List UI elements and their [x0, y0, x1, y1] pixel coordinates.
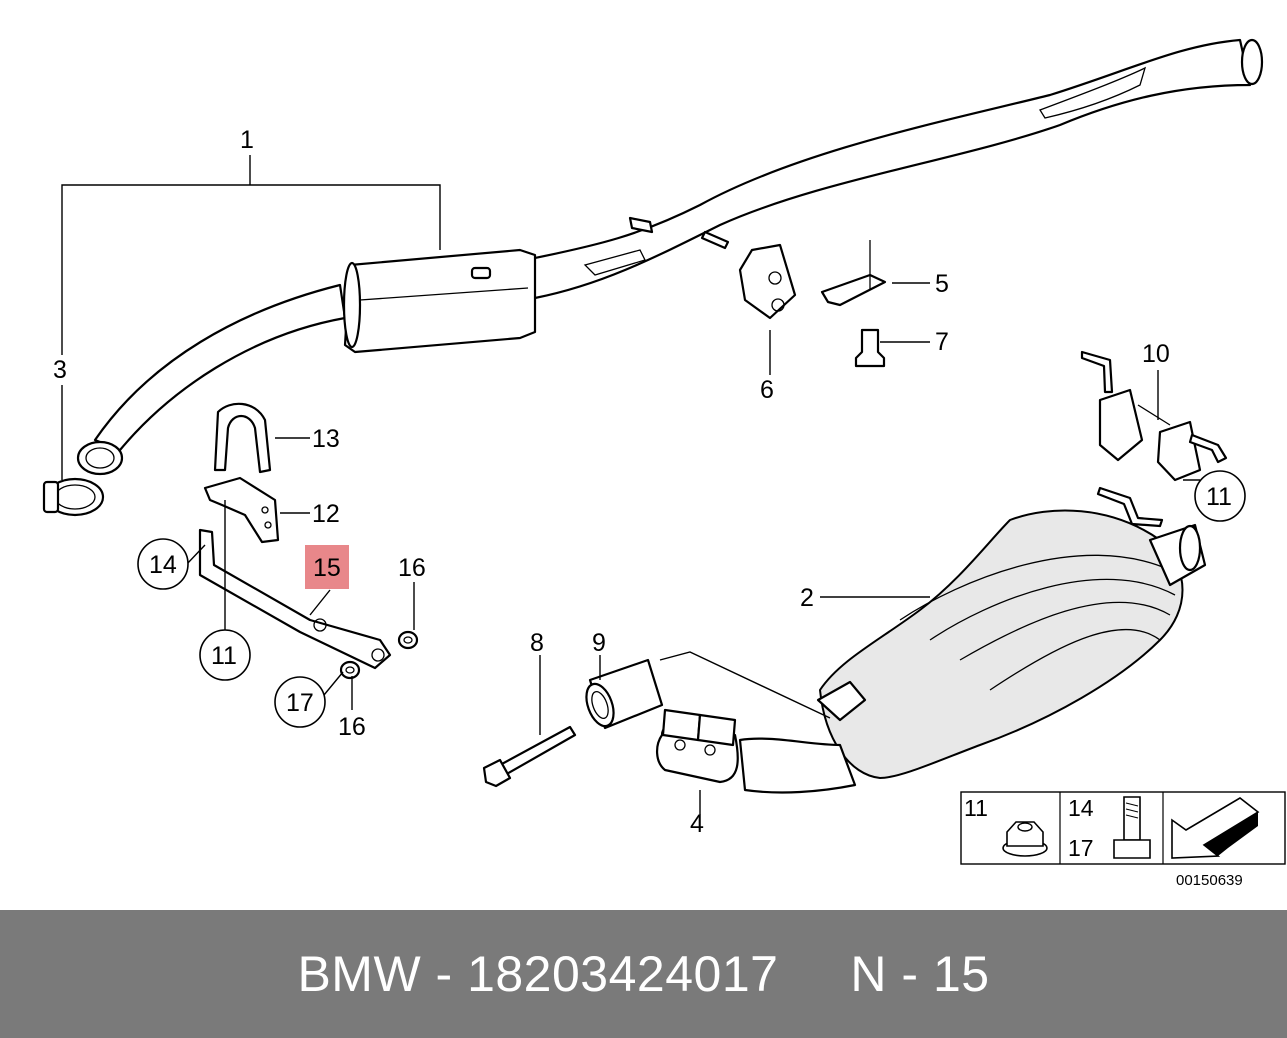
- bracket-14: [198, 528, 392, 670]
- arrow-icon: [1171, 797, 1260, 859]
- label-11-circle-right: [1194, 470, 1246, 522]
- bolt-7: [854, 328, 886, 368]
- label-10: 10: [1142, 340, 1170, 368]
- bracket-5: [820, 240, 887, 307]
- rubber-mount-6: [738, 243, 797, 320]
- pipe-clamp-3: [42, 477, 105, 517]
- label-14-circle: [137, 538, 189, 590]
- label-15: 15: [313, 554, 341, 582]
- label-15-highlight: [305, 545, 349, 589]
- legend-num-14: 14: [1068, 795, 1094, 821]
- front-pipe-with-center-muffler: [76, 38, 1264, 528]
- fastener-legend: 11 14 17: [960, 791, 1286, 865]
- label-4: 4: [690, 810, 704, 838]
- label-6: 6: [760, 376, 774, 404]
- label-11-circle-left: [199, 629, 251, 681]
- label-16-top: 16: [398, 554, 426, 582]
- part-labels: 1 3 5 7 6 10 13 12 2 8 9 4 16 16 15 14 1…: [53, 126, 1246, 838]
- bolt-icon: [1113, 796, 1151, 859]
- diagram-id: 00150639: [1176, 872, 1243, 889]
- label-11-right: 11: [1206, 483, 1232, 511]
- label-13: 13: [312, 425, 340, 453]
- label-7: 7: [935, 328, 949, 356]
- label-9: 9: [592, 629, 606, 657]
- label-14: 14: [149, 551, 177, 579]
- label-11-left: 11: [211, 642, 237, 670]
- label-3: 3: [53, 356, 67, 384]
- label-12: 12: [312, 500, 340, 528]
- label-2: 2: [800, 584, 814, 612]
- bracket-12: [203, 476, 280, 544]
- label-5: 5: [935, 270, 949, 298]
- legend-num-17: 17: [1068, 835, 1094, 861]
- washers-16: [339, 630, 419, 680]
- label-17: 17: [286, 689, 314, 717]
- label-1: 1: [240, 126, 254, 154]
- rear-muffler-2: [738, 509, 1207, 794]
- footer-bar: BMW - 18203424017 N - 15: [0, 910, 1287, 1038]
- clamp-4: [656, 708, 739, 784]
- rubber-mounts-10: [1080, 350, 1228, 482]
- label-16-bottom: 16: [338, 713, 366, 741]
- footer-part-number: BMW - 18203424017 N - 15: [297, 946, 990, 1002]
- bolt-8: [482, 725, 577, 788]
- exhaust-parts-diagram: 1 3 5 7 6 10 13 12 2 8 9 4 16 16 15 14 1…: [42, 38, 1286, 889]
- label-17-circle: [274, 676, 326, 728]
- label-8: 8: [530, 629, 544, 657]
- legend-num-11: 11: [964, 795, 988, 821]
- leader-lines: [61, 155, 1200, 815]
- sleeve-9: [585, 658, 664, 730]
- clip-13: [213, 402, 272, 474]
- flange-nut-icon: [1002, 821, 1048, 857]
